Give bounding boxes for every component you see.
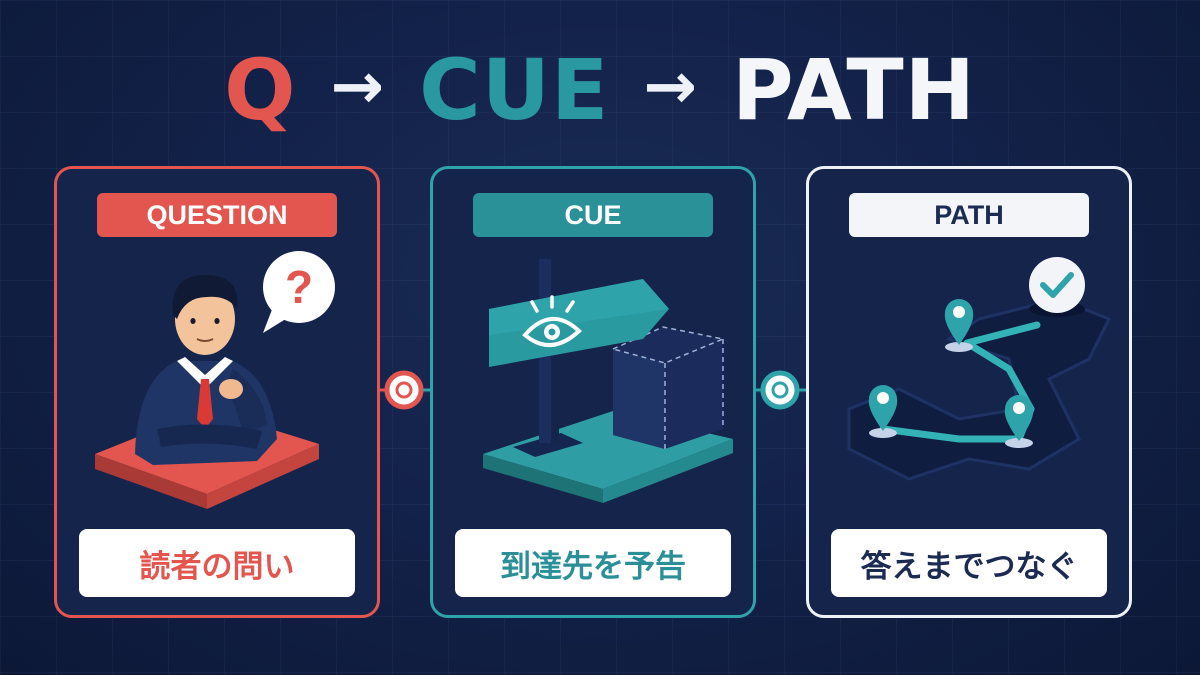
title-path: PATH <box>731 41 976 139</box>
cue-caption: 到達先を予告 <box>455 529 731 597</box>
title-cue: CUE <box>419 41 610 139</box>
thinking-person-icon: ? <box>95 251 335 509</box>
question-tag: QUESTION <box>97 193 337 237</box>
path-caption: 答えまでつなぐ <box>831 529 1107 597</box>
path-tag: PATH <box>849 193 1089 237</box>
title-arrow-2: → <box>643 50 698 124</box>
page-title: Q → CUE → PATH <box>0 40 1200 140</box>
title-q: Q <box>224 41 297 139</box>
cue-panel: CUE 到達先を予告 <box>430 166 756 618</box>
svg-text:?: ? <box>285 261 313 313</box>
title-arrow-1: → <box>330 50 386 124</box>
path-panel: PATH 答えまでつなぐ <box>806 166 1132 618</box>
route-pins-check-icon <box>847 257 1112 481</box>
question-panel: QUESTION ? 読者の問い <box>54 166 380 618</box>
signpost-eye-icon <box>483 259 733 503</box>
cue-tag: CUE <box>473 193 713 237</box>
question-caption: 読者の問い <box>79 529 355 597</box>
